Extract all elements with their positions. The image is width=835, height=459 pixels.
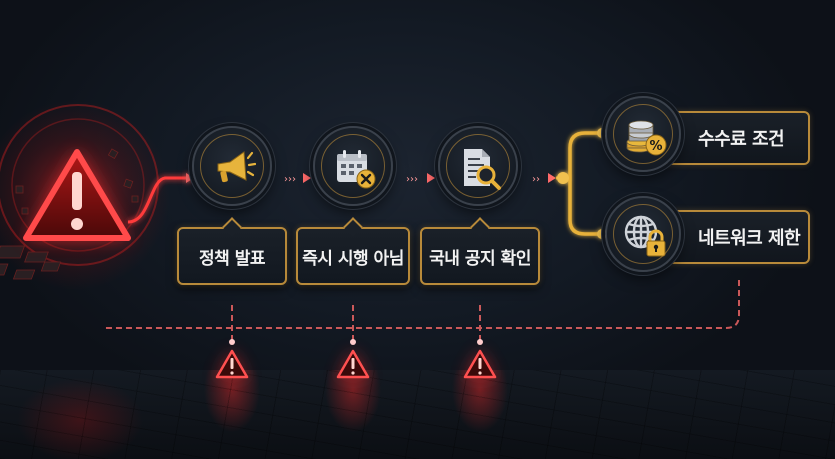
svg-text:%: % (649, 139, 662, 154)
feedback-marker-3 (463, 339, 497, 379)
megaphone-icon (217, 151, 256, 183)
step-1-node (192, 126, 272, 206)
step-1-label: 정책 발표 (177, 217, 287, 285)
svg-text:›››: ››› (406, 174, 418, 185)
branch-1-node: % (605, 96, 681, 172)
arrow-step1-step2: ››› (274, 173, 311, 185)
step-2-label: 즉시 시행 아님 (296, 217, 410, 285)
svg-text:›››: ››› (284, 174, 296, 185)
feedback-marker-1 (215, 339, 249, 379)
step-1-text: 정책 발표 (199, 248, 265, 269)
step-3-text: 국내 공지 확인 (429, 248, 531, 269)
feedback-marker-2 (336, 339, 370, 379)
document-search-icon (464, 149, 501, 190)
step-3-label: 국내 공지 확인 (420, 217, 540, 285)
floor-tiles (0, 370, 835, 459)
svg-text:››: ›› (532, 174, 540, 185)
branch-1-text: 수수료 조건 (698, 129, 785, 150)
feedback-line (105, 280, 740, 340)
arrow-step2-step3: ››› (396, 173, 435, 185)
calendar-cancel-icon (337, 150, 376, 189)
step-3-node (438, 126, 518, 206)
step-2-node (313, 126, 393, 206)
reflective-floor (0, 370, 835, 459)
globe-lock-icon (624, 215, 666, 257)
step-2-text: 즉시 시행 아님 (302, 248, 404, 269)
branch-connector (556, 128, 607, 239)
branch-2-node (605, 196, 681, 272)
arrow-step3-branch: ›› (522, 173, 556, 185)
coins-percent-icon: % (626, 120, 667, 156)
branch-2-text: 네트워크 제한 (698, 228, 801, 249)
warning-triangle-icon (0, 100, 170, 290)
